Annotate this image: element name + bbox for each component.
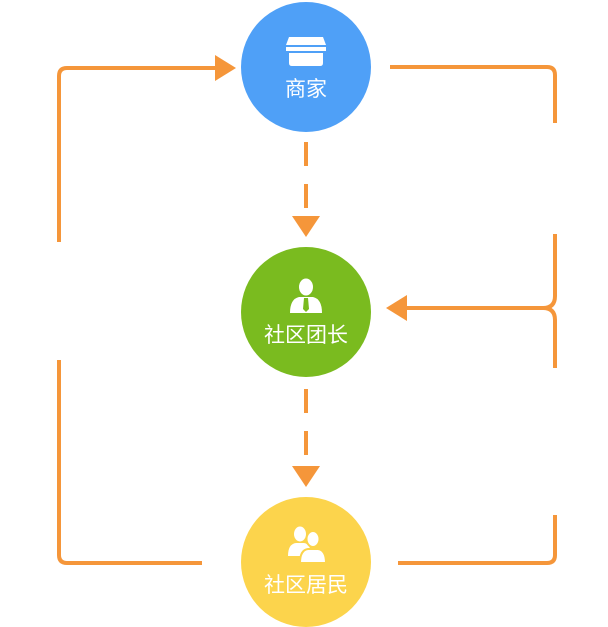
right-bracket-top-segment: [390, 65, 557, 123]
left-loop-connector: [57, 66, 218, 565]
right-bracket-lower-segment: [542, 306, 557, 368]
store-icon: [286, 37, 326, 66]
leader-to-resident-connector: [292, 389, 320, 487]
right-bracket-arrowhead: [386, 295, 407, 321]
right-bracket-bottom-segment: [398, 515, 557, 565]
left-loop-top-segment: [57, 66, 218, 242]
right-bracket-connector: [390, 65, 557, 565]
leader-node: 社区团长: [241, 247, 371, 377]
leader-label: 社区团长: [264, 323, 348, 347]
merchant-to-leader-connector: [292, 142, 320, 237]
person-tie-icon: [290, 278, 322, 313]
down-arrowhead: [292, 216, 320, 237]
left-loop-arrowhead: [215, 55, 236, 81]
merchant-label: 商家: [285, 77, 327, 101]
resident-node: 社区居民: [241, 497, 371, 627]
merchant-circle: [241, 2, 371, 132]
people-icon: [288, 526, 328, 564]
left-loop-bottom-segment: [57, 360, 202, 565]
right-bracket-middle-segment: [404, 234, 557, 310]
resident-label: 社区居民: [264, 573, 348, 597]
merchant-node: 商家: [241, 2, 371, 132]
down-arrowhead: [292, 466, 320, 487]
